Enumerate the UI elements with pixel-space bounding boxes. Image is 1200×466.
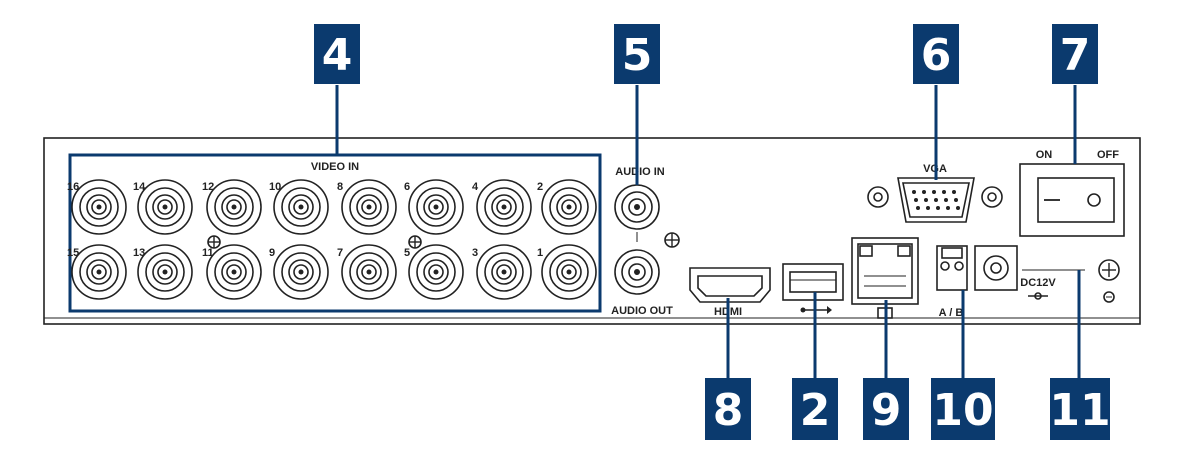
- vga-port[interactable]: [867, 177, 1003, 223]
- channel-label: 5: [404, 247, 410, 259]
- bnc-connector[interactable]: [341, 179, 397, 235]
- channel-label: 16: [67, 181, 79, 193]
- vga-pin: [912, 190, 916, 194]
- vga-pin: [914, 198, 918, 202]
- hdmi-port[interactable]: [689, 267, 771, 303]
- audio-in-label: AUDIO IN: [615, 166, 665, 178]
- channel-label: 1: [537, 247, 543, 259]
- ab-label: A / B: [939, 307, 964, 319]
- audio-in-jack[interactable]: [614, 184, 660, 230]
- vga-pin: [954, 198, 958, 202]
- svg-text:7: 7: [1060, 30, 1091, 81]
- bnc-connector[interactable]: [137, 244, 193, 300]
- bnc-connector[interactable]: [408, 244, 464, 300]
- dc-power-jack[interactable]: [974, 245, 1018, 291]
- ethernet-port[interactable]: [851, 237, 919, 305]
- chassis-ground-screw[interactable]: [1098, 259, 1120, 281]
- audio-ground-symbol: [664, 232, 680, 248]
- bnc-connector[interactable]: [71, 244, 127, 300]
- callout-2: 2: [792, 378, 838, 440]
- svg-text:8: 8: [713, 385, 744, 436]
- svg-text:5: 5: [622, 30, 653, 81]
- power-switch[interactable]: [1019, 163, 1125, 237]
- channel-label: 9: [269, 247, 275, 259]
- channel-label: 10: [269, 181, 281, 193]
- svg-text:11: 11: [1049, 385, 1110, 436]
- bnc-connector[interactable]: [541, 179, 597, 235]
- svg-text:2: 2: [800, 385, 831, 436]
- channel-label: 4: [472, 181, 479, 193]
- vga-pin: [936, 206, 940, 210]
- bnc-connector[interactable]: [71, 179, 127, 235]
- vga-pin: [942, 190, 946, 194]
- bnc-connector[interactable]: [541, 244, 597, 300]
- channel-label: 15: [67, 247, 79, 259]
- callout-8: 8: [705, 378, 751, 440]
- svg-text:4: 4: [322, 30, 353, 81]
- vga-pin: [932, 190, 936, 194]
- off-label: OFF: [1097, 149, 1119, 161]
- bnc-connector[interactable]: [476, 244, 532, 300]
- dc-polarity-icon: [1028, 292, 1048, 300]
- usb-port[interactable]: [782, 263, 844, 301]
- callout-6: 6: [913, 24, 959, 84]
- channel-label: 2: [537, 181, 543, 193]
- vga-pin: [922, 190, 926, 194]
- bnc-connector[interactable]: [408, 179, 464, 235]
- ground-symbol-right: [408, 235, 422, 249]
- callout-5: 5: [614, 24, 660, 84]
- bnc-connector[interactable]: [137, 179, 193, 235]
- dc-label: DC12V: [1020, 277, 1056, 289]
- callout-11: 11: [1049, 378, 1111, 440]
- vga-pin: [956, 206, 960, 210]
- bnc-connectors: 16 14 12 10 8 6 4 2 15 13 11 9 7 5 3 1: [67, 179, 597, 300]
- callout-7: 7: [1052, 24, 1098, 84]
- channel-label: 8: [337, 181, 343, 193]
- vga-pin: [946, 206, 950, 210]
- ground-symbol-left: [207, 235, 221, 249]
- audio-out-jack[interactable]: [614, 249, 660, 295]
- svg-text:6: 6: [921, 30, 952, 81]
- channel-label: 11: [202, 247, 214, 259]
- rs485-terminal[interactable]: [936, 245, 968, 291]
- bnc-connector[interactable]: [206, 179, 262, 235]
- audio-out-label: AUDIO OUT: [611, 305, 673, 317]
- svg-text:10: 10: [932, 385, 993, 436]
- callout-9: 9: [863, 378, 909, 440]
- channel-label: 7: [337, 247, 343, 259]
- vga-pin: [934, 198, 938, 202]
- bnc-connector[interactable]: [341, 244, 397, 300]
- vga-pin: [944, 198, 948, 202]
- on-label: ON: [1036, 149, 1053, 161]
- vga-pin: [952, 190, 956, 194]
- callout-4: 4: [314, 24, 360, 84]
- channel-label: 12: [202, 181, 214, 193]
- vga-pin: [916, 206, 920, 210]
- video-in-highlight: [68, 153, 602, 313]
- channel-label: 13: [133, 247, 145, 259]
- channel-label: 3: [472, 247, 478, 259]
- chassis-body: [43, 137, 1141, 325]
- vga-pin: [926, 206, 930, 210]
- channel-label: 6: [404, 181, 410, 193]
- callout-10: 10: [931, 378, 995, 440]
- bnc-connector[interactable]: [476, 179, 532, 235]
- video-in-label: VIDEO IN: [311, 161, 359, 173]
- channel-label: 14: [133, 181, 146, 193]
- vga-pin: [924, 198, 928, 202]
- bnc-connector[interactable]: [273, 244, 329, 300]
- ground-icon: [1103, 291, 1115, 303]
- bnc-connector[interactable]: [206, 244, 262, 300]
- bnc-connector[interactable]: [273, 179, 329, 235]
- svg-text:9: 9: [871, 385, 902, 436]
